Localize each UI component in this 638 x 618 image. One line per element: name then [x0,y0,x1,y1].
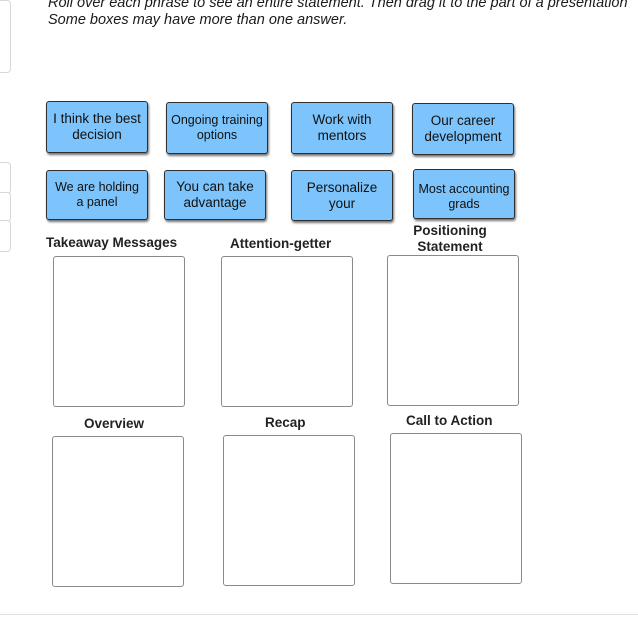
phrase-tile-best-decision[interactable]: I think the best decision [46,101,148,153]
phrase-label: Our career development [424,113,502,144]
target-label-recap: Recap [265,415,306,430]
phrase-label: Personalize your [306,179,378,211]
instructions: Roll over each phrase to see an entire s… [48,0,638,29]
dropzone-call-to-action[interactable] [390,433,522,584]
phrase-label: Ongoing training options [171,113,263,142]
phrase-tile-career-development[interactable]: Our career development [412,103,514,155]
left-panel-edge [0,220,11,252]
instructions-line-1: Roll over each phrase to see an entire s… [48,0,628,11]
dropzone-attention-getter[interactable] [221,256,353,407]
target-label-takeaway-messages: Takeaway Messages [46,235,178,250]
target-label-overview: Overview [84,416,145,431]
left-panel-edge [0,0,11,73]
instructions-line-2: Some boxes may have more than one answer… [48,12,348,28]
phrase-tile-accounting-grads[interactable]: Most accounting grads [413,169,515,219]
target-label-positioning-statement: Positioning Statement [413,223,487,254]
target-label-call-to-action: Call to Action [406,413,493,428]
phrase-tile-personalize-your[interactable]: Personalize your [291,170,393,221]
left-panel-edge [0,162,11,194]
phrase-tile-take-advantage[interactable]: You can take advantage [164,170,266,220]
bottom-divider [0,614,638,615]
dropzone-takeaway-messages[interactable] [53,256,185,407]
phrase-label: Most accounting grads [418,182,510,211]
left-panel-edge [0,192,11,222]
dropzone-positioning-statement[interactable] [387,255,519,406]
phrase-tile-work-with-mentors[interactable]: Work with mentors [291,102,393,154]
phrase-label: We are holding a panel [55,180,139,209]
phrase-tile-ongoing-training[interactable]: Ongoing training options [166,102,268,154]
dropzone-overview[interactable] [52,436,184,587]
phrase-label: I think the best decision [53,111,141,142]
phrase-tile-holding-panel[interactable]: We are holding a panel [46,170,148,220]
target-label-attention-getter: Attention-getter [230,236,332,251]
dropzone-recap[interactable] [223,435,355,586]
phrase-label: You can take advantage [176,179,254,210]
phrase-label: Work with mentors [312,112,372,143]
